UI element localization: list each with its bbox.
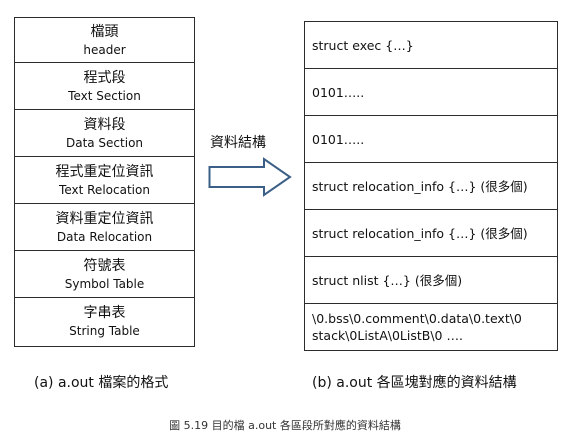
exec-struct-row: struct exec {…} bbox=[305, 22, 557, 69]
data-section-zh-label: 資料段 bbox=[83, 116, 126, 133]
symbol-table-en-label: Symbol Table bbox=[64, 276, 145, 291]
text-bytes-row: 0101….. bbox=[305, 69, 557, 116]
text-bytes-label: 0101….. bbox=[312, 84, 365, 100]
text-relocation-en-label: Text Relocation bbox=[59, 182, 150, 197]
data-relocation-zh-label: 資料重定位資訊 bbox=[55, 210, 154, 227]
string-table-zh-label: 字串表 bbox=[83, 305, 126, 321]
header-row: 檔頭 header bbox=[15, 18, 194, 63]
header-en-label: header bbox=[83, 42, 126, 57]
data-relocation-struct-label: struct relocation_info {…} (很多個) bbox=[312, 225, 528, 241]
text-section-row: 程式段 Text Section bbox=[15, 63, 194, 110]
data-section-en-label: Data Section bbox=[65, 135, 144, 150]
text-relocation-zh-label: 程式重定位資訊 bbox=[55, 163, 154, 180]
text-section-en-label: Text Section bbox=[68, 88, 141, 103]
string-table-row: 字串表 String Table bbox=[15, 298, 194, 345]
arrow-label: 資料結構 bbox=[210, 135, 266, 151]
text-section-zh-label: 程式段 bbox=[83, 69, 126, 86]
string-table-line-2: stack\0ListA\0ListB\0 …. bbox=[312, 327, 463, 343]
exec-struct-label: struct exec {…} bbox=[312, 37, 414, 53]
string-table-line-1: \0.bss\0.comment\0.data\0.text\0 bbox=[312, 310, 522, 326]
data-bytes-row: 0101….. bbox=[305, 116, 557, 163]
nlist-struct-label: struct nlist {…} (很多個) bbox=[312, 272, 463, 288]
nlist-struct-row: struct nlist {…} (很多個) bbox=[305, 257, 557, 304]
caption-right: (b) a.out 各區塊對應的資料結構 bbox=[312, 375, 517, 391]
data-bytes-label: 0101….. bbox=[312, 131, 365, 147]
symbol-table-row: 符號表 Symbol Table bbox=[15, 251, 194, 298]
data-structure-table: struct exec {…} 0101….. 0101….. struct r… bbox=[304, 21, 558, 351]
data-relocation-row: 資料重定位資訊 Data Relocation bbox=[15, 204, 194, 251]
symbol-table-zh-label: 符號表 bbox=[83, 257, 126, 274]
figure-caption: 圖 5.19 目的檔 a.out 各區段所對應的資料結構 bbox=[169, 419, 401, 432]
data-relocation-struct-row: struct relocation_info {…} (很多個) bbox=[305, 210, 557, 257]
right-arrow-icon bbox=[208, 157, 292, 197]
string-table-content-row: \0.bss\0.comment\0.data\0.text\0 stack\0… bbox=[305, 304, 557, 349]
string-table-en-label: String Table bbox=[69, 324, 140, 338]
text-relocation-struct-label: struct relocation_info {…} (很多個) bbox=[312, 178, 528, 194]
data-relocation-en-label: Data Relocation bbox=[56, 229, 153, 244]
text-relocation-struct-row: struct relocation_info {…} (很多個) bbox=[305, 163, 557, 210]
header-zh-label: 檔頭 bbox=[90, 23, 119, 40]
aout-file-format-table: 檔頭 header 程式段 Text Section 資料段 Data Sect… bbox=[14, 17, 195, 347]
text-relocation-row: 程式重定位資訊 Text Relocation bbox=[15, 157, 194, 204]
data-section-row: 資料段 Data Section bbox=[15, 110, 194, 157]
caption-left: (a) a.out 檔案的格式 bbox=[34, 375, 169, 391]
